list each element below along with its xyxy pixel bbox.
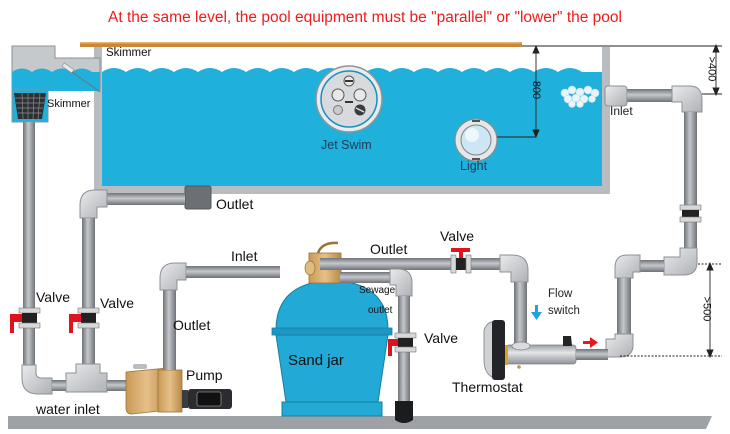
main-drain-line: [52, 185, 212, 393]
label-sand-jar: Sand jar: [288, 352, 344, 369]
label-flow: Flow: [548, 288, 573, 300]
label-filter-inlet: Inlet: [231, 248, 258, 264]
jet-swim-unit: [315, 65, 383, 133]
label-sewage-outlet: outlet: [368, 305, 393, 316]
label-pool-inlet: Inlet: [610, 104, 633, 118]
label-water-inlet: water inlet: [36, 401, 100, 417]
dimension-depth-label: 800: [530, 80, 543, 100]
label-valve-sewage: Valve: [424, 330, 458, 346]
valve-main-drain: [69, 307, 100, 333]
label-light: Light: [460, 159, 488, 173]
label-thermostat: Thermostat: [452, 379, 523, 395]
pool-light: [454, 118, 498, 162]
sewage-line: [340, 268, 417, 423]
label-switch: switch: [548, 305, 580, 317]
label-skimmer-top: Skimmer: [106, 47, 152, 59]
label-filter-outlet: Outlet: [370, 241, 408, 257]
valve-skimmer: [10, 307, 41, 333]
below-pool-dimension: [620, 261, 722, 359]
label-pump-outlet: Outlet: [173, 317, 211, 333]
pump: [125, 364, 232, 415]
diagram-title: At the same level, the pool equipment mu…: [108, 9, 622, 26]
dimension-above-water-label: >400: [705, 56, 718, 82]
label-valve-top: Valve: [440, 228, 474, 244]
label-valve-main-drain: Valve: [100, 295, 134, 311]
label-skimmer-basket: Skimmer: [47, 98, 91, 110]
filter-outlet-line: [320, 248, 529, 344]
return-line: [604, 85, 703, 358]
label-main-drain-outlet: Outlet: [216, 196, 254, 212]
depth-dimension: [497, 44, 540, 139]
pump-discharge-line: [159, 262, 280, 370]
dimension-below-pool-label: >500: [700, 296, 713, 322]
heater-thermostat: [483, 320, 608, 380]
label-pump: Pump: [186, 367, 223, 383]
inlet-bubbles: [560, 85, 600, 108]
flow-arrow-right-icon: [583, 337, 598, 348]
above-water-dimension: [522, 43, 722, 97]
label-sewage: Sewage: [359, 285, 396, 296]
label-valve-skimmer: Valve: [36, 289, 70, 305]
label-jet-swim: Jet Swim: [321, 138, 372, 152]
skimmer: [11, 45, 101, 123]
skimmer-suction-line: [21, 122, 53, 395]
flow-arrow-down-icon: [531, 305, 542, 320]
ground-slab: [8, 416, 712, 429]
